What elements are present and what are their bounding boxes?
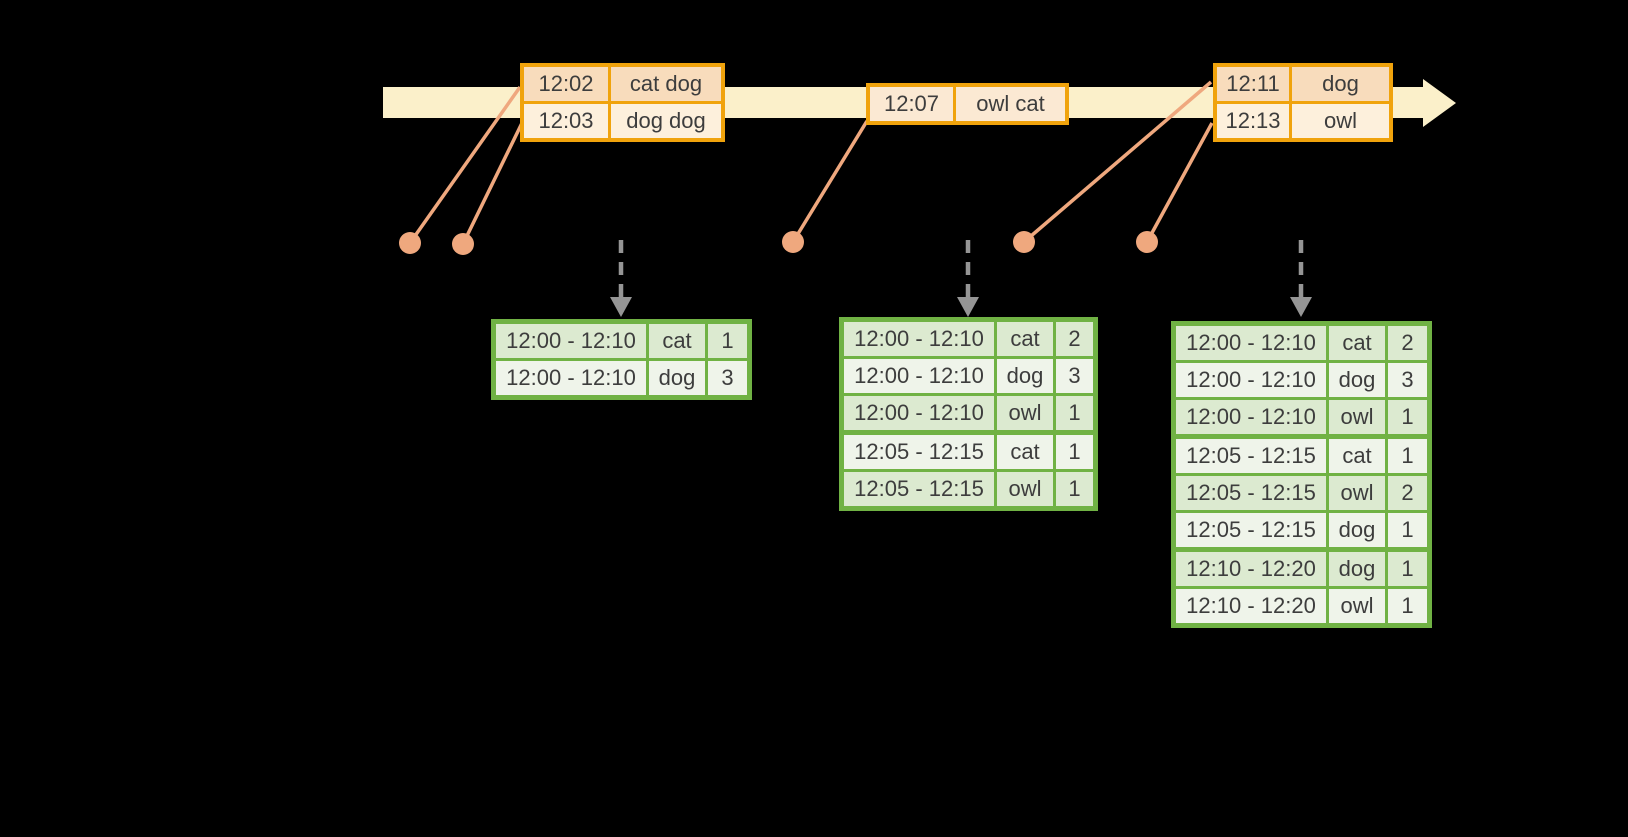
count-cell: 1	[708, 324, 747, 358]
trigger-arrowhead-icon	[957, 297, 979, 317]
event-marker-dot-icon	[452, 233, 474, 255]
event-link-line	[1022, 80, 1213, 244]
count-cell: 2	[1388, 326, 1427, 360]
event-marker-dot-icon	[782, 231, 804, 253]
count-cell: 3	[1388, 363, 1427, 397]
window-range-cell: 12:00 - 12:10	[844, 322, 994, 356]
word-cell: cat	[1329, 326, 1385, 360]
word-cell: cat	[997, 435, 1053, 469]
event-link-line	[1145, 122, 1214, 243]
word-cell: dog	[1329, 513, 1385, 547]
event-words-cell: dog	[1292, 67, 1389, 101]
word-cell: owl	[1329, 400, 1385, 434]
window-range-cell: 12:00 - 12:10	[496, 361, 646, 395]
event-link-line	[791, 120, 869, 243]
count-cell: 3	[708, 361, 747, 395]
timeline-arrowhead-icon	[1423, 79, 1456, 127]
event-words-cell: dog dog	[611, 104, 721, 138]
window-range-cell: 12:05 - 12:15	[1176, 476, 1326, 510]
word-cell: cat	[997, 322, 1053, 356]
window-range-cell: 12:00 - 12:10	[844, 396, 994, 430]
event-time-cell: 12:13	[1217, 104, 1289, 138]
count-cell: 1	[1056, 472, 1093, 506]
count-cell: 1	[1388, 439, 1427, 473]
window-range-cell: 12:00 - 12:10	[1176, 363, 1326, 397]
window-range-cell: 12:10 - 12:20	[1176, 552, 1326, 586]
word-cell: owl	[1329, 476, 1385, 510]
event-time-cell: 12:07	[870, 87, 953, 121]
event-time-cell: 12:02	[524, 67, 608, 101]
count-cell: 1	[1056, 435, 1093, 469]
event-marker-dot-icon	[1136, 231, 1158, 253]
word-cell: dog	[649, 361, 705, 395]
count-cell: 2	[1056, 322, 1093, 356]
word-cell: dog	[1329, 552, 1385, 586]
word-cell: cat	[649, 324, 705, 358]
count-cell: 2	[1388, 476, 1427, 510]
window-range-cell: 12:00 - 12:10	[1176, 400, 1326, 434]
word-cell: cat	[1329, 439, 1385, 473]
window-range-cell: 12:05 - 12:15	[1176, 439, 1326, 473]
word-cell: dog	[997, 359, 1053, 393]
window-range-cell: 12:00 - 12:10	[496, 324, 646, 358]
count-cell: 1	[1388, 552, 1427, 586]
window-range-cell: 12:05 - 12:15	[1176, 513, 1326, 547]
window-range-cell: 12:00 - 12:10	[1176, 326, 1326, 360]
trigger-arrowhead-icon	[610, 297, 632, 317]
word-cell: dog	[1329, 363, 1385, 397]
window-range-cell: 12:05 - 12:15	[844, 472, 994, 506]
trigger-arrowhead-icon	[1290, 297, 1312, 317]
event-link-line	[461, 122, 524, 245]
window-range-cell: 12:05 - 12:15	[844, 435, 994, 469]
event-marker-dot-icon	[399, 232, 421, 254]
word-cell: owl	[997, 472, 1053, 506]
event-marker-dot-icon	[1013, 231, 1035, 253]
event-time-cell: 12:03	[524, 104, 608, 138]
count-cell: 1	[1388, 513, 1427, 547]
word-cell: owl	[1329, 589, 1385, 623]
count-cell: 1	[1056, 396, 1093, 430]
count-cell: 1	[1388, 589, 1427, 623]
count-cell: 1	[1388, 400, 1427, 434]
event-time-cell: 12:11	[1217, 67, 1289, 101]
word-cell: owl	[997, 396, 1053, 430]
event-words-cell: cat dog	[611, 67, 721, 101]
count-cell: 3	[1056, 359, 1093, 393]
event-words-cell: owl cat	[956, 87, 1065, 121]
window-range-cell: 12:00 - 12:10	[844, 359, 994, 393]
event-link-line	[408, 85, 522, 245]
window-range-cell: 12:10 - 12:20	[1176, 589, 1326, 623]
event-words-cell: owl	[1292, 104, 1389, 138]
